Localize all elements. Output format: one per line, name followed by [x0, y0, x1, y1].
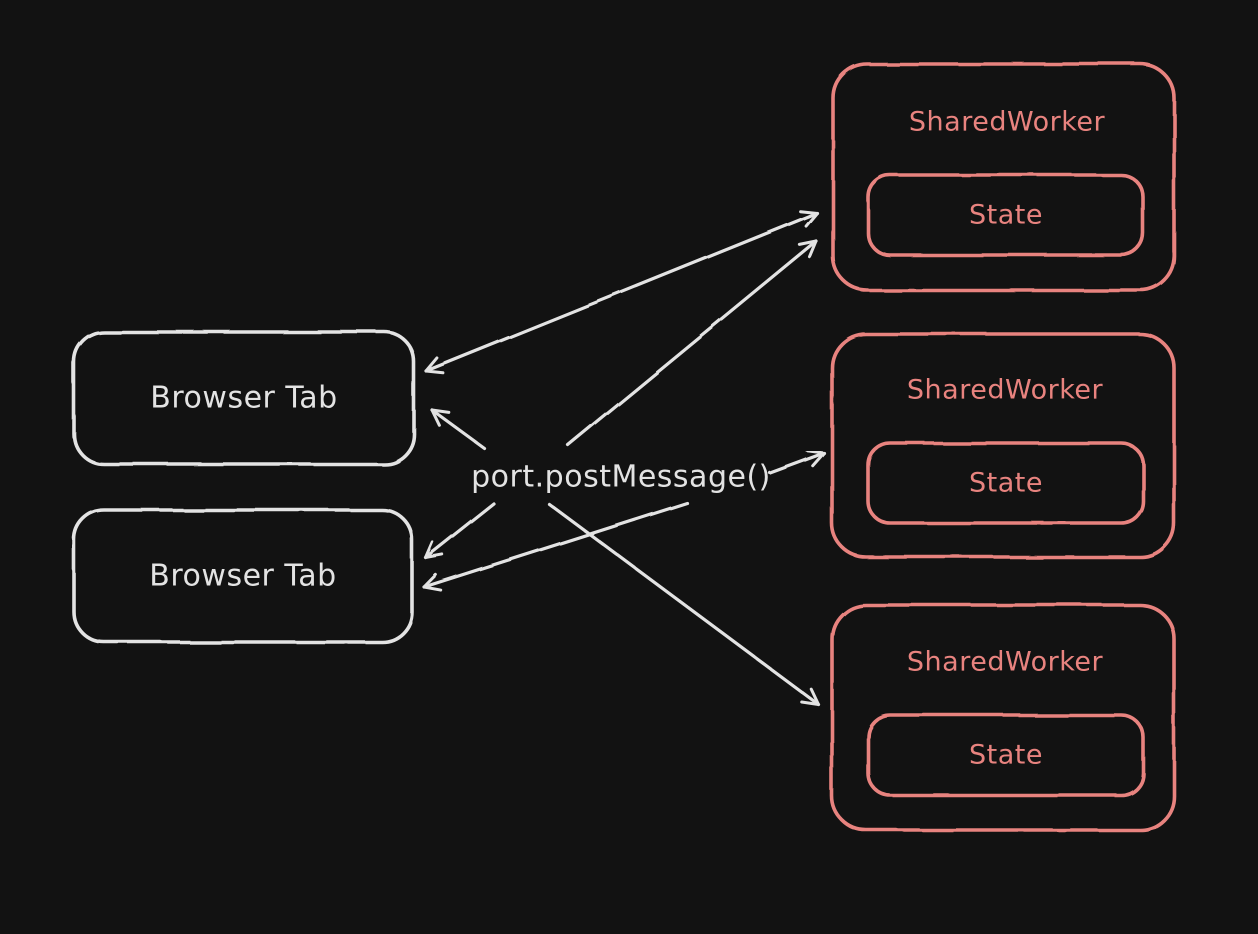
- arrow-tab1-worker1: [424, 209, 819, 375]
- arrow-label-to-tab1: [430, 408, 486, 450]
- browser-tab-2-box: [72, 508, 414, 644]
- arrow-label-to-tab2-upper: [424, 502, 496, 560]
- browser-tab-1: Browser Tab: [72, 330, 416, 466]
- arrow-label-to-worker2: [768, 449, 826, 475]
- shared-worker-3-box: [830, 603, 1176, 832]
- shared-worker-3-label: SharedWorker: [907, 647, 1104, 678]
- shared-worker-2: SharedWorker State: [830, 332, 1176, 559]
- browser-tab-2-label: Browser Tab: [149, 559, 336, 594]
- state-1-label: State: [969, 200, 1043, 231]
- browser-tab-2: Browser Tab: [72, 508, 414, 644]
- shared-worker-1: SharedWorker State: [831, 62, 1176, 292]
- state-3-label: State: [969, 740, 1043, 771]
- state-1-box: [866, 173, 1145, 257]
- shared-worker-3: SharedWorker State: [830, 603, 1176, 832]
- state-2-label: State: [969, 468, 1043, 499]
- shared-worker-2-label: SharedWorker: [907, 375, 1104, 406]
- arrow-label-to-worker3: [547, 502, 820, 706]
- state-3-box: [866, 713, 1145, 797]
- arrow-label-to-tab2-lower: [422, 501, 689, 592]
- shared-worker-2-box: [830, 332, 1176, 559]
- arrow-label-to-worker1: [566, 239, 818, 447]
- shared-worker-1-label: SharedWorker: [909, 107, 1106, 138]
- browser-tab-1-label: Browser Tab: [150, 381, 337, 416]
- arrows-layer: [422, 209, 826, 706]
- shared-worker-1-box: [831, 62, 1176, 292]
- state-2-box: [866, 441, 1145, 525]
- port-postmessage-label: port.postMessage(): [471, 460, 771, 495]
- browser-tab-1-box: [72, 330, 416, 466]
